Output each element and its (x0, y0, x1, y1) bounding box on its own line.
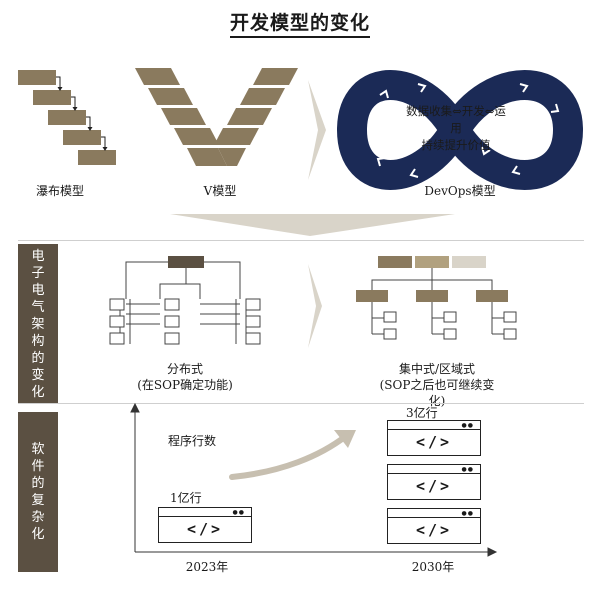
year-2023: 2023年 (185, 560, 229, 574)
v-model-label: V模型 (203, 184, 237, 198)
architecture-graphic (109, 256, 517, 348)
distributed-label: 分布式 (166, 362, 203, 376)
code-box-2023: ●● </> (158, 507, 252, 543)
software-side-label: 软件的复杂化 (18, 412, 58, 572)
code-box-2030-3: ●● </> (387, 508, 481, 544)
divider-top (18, 240, 584, 241)
v-model-diagram (135, 68, 298, 166)
central-note: (SOP之后也可继续变化) (379, 378, 495, 408)
code-symbol-icon: </> (415, 521, 453, 539)
page-title: 开发模型的变化 (0, 8, 600, 38)
central-label: 集中式/区域式 (398, 362, 476, 376)
metric-label: 程序行数 (168, 434, 217, 448)
distributed-diagram (109, 256, 261, 345)
code-box-2030-2: ●● </> (387, 464, 481, 500)
devops-center-text: 数据收集⇔开发⇔运用 持续提升价值 (406, 103, 506, 154)
devops-center-line2: 持续提升价值 (421, 138, 491, 152)
year-2030: 2030年 (411, 560, 455, 574)
models-graphic (18, 68, 584, 190)
divider-middle (18, 403, 584, 404)
central-diagram (356, 256, 517, 340)
waterfall-diagram (18, 70, 116, 165)
devops-center-line1: 数据收集⇔开发⇔运用 (406, 104, 506, 135)
distributed-caption: 分布式 (在SOP确定功能) (135, 361, 235, 393)
architecture-side-label: 电子电气架构的变化 (18, 244, 58, 404)
devops-label: DevOps模型 (424, 184, 496, 198)
axes (130, 402, 498, 557)
distributed-note: (在SOP确定功能) (137, 378, 233, 392)
code-symbol-icon: </> (415, 477, 453, 495)
devops-infinity-diagram (336, 70, 584, 190)
central-caption: 集中式/区域式 (SOP之后也可继续变化) (372, 361, 502, 409)
code-box-2030-1: ●● </> (387, 420, 481, 456)
code-symbol-icon: </> (186, 520, 224, 538)
value-2023: 1亿行 (170, 491, 202, 505)
chevron-right-icon (308, 80, 326, 180)
growth-arrow-icon (229, 430, 356, 480)
chevron-right-icon (308, 264, 322, 348)
value-2030: 3亿行 (406, 406, 438, 420)
software-graphic (130, 402, 498, 557)
down-chevron-icon (170, 214, 455, 236)
code-symbol-icon: </> (415, 433, 453, 451)
waterfall-label: 瀑布模型 (35, 184, 84, 198)
